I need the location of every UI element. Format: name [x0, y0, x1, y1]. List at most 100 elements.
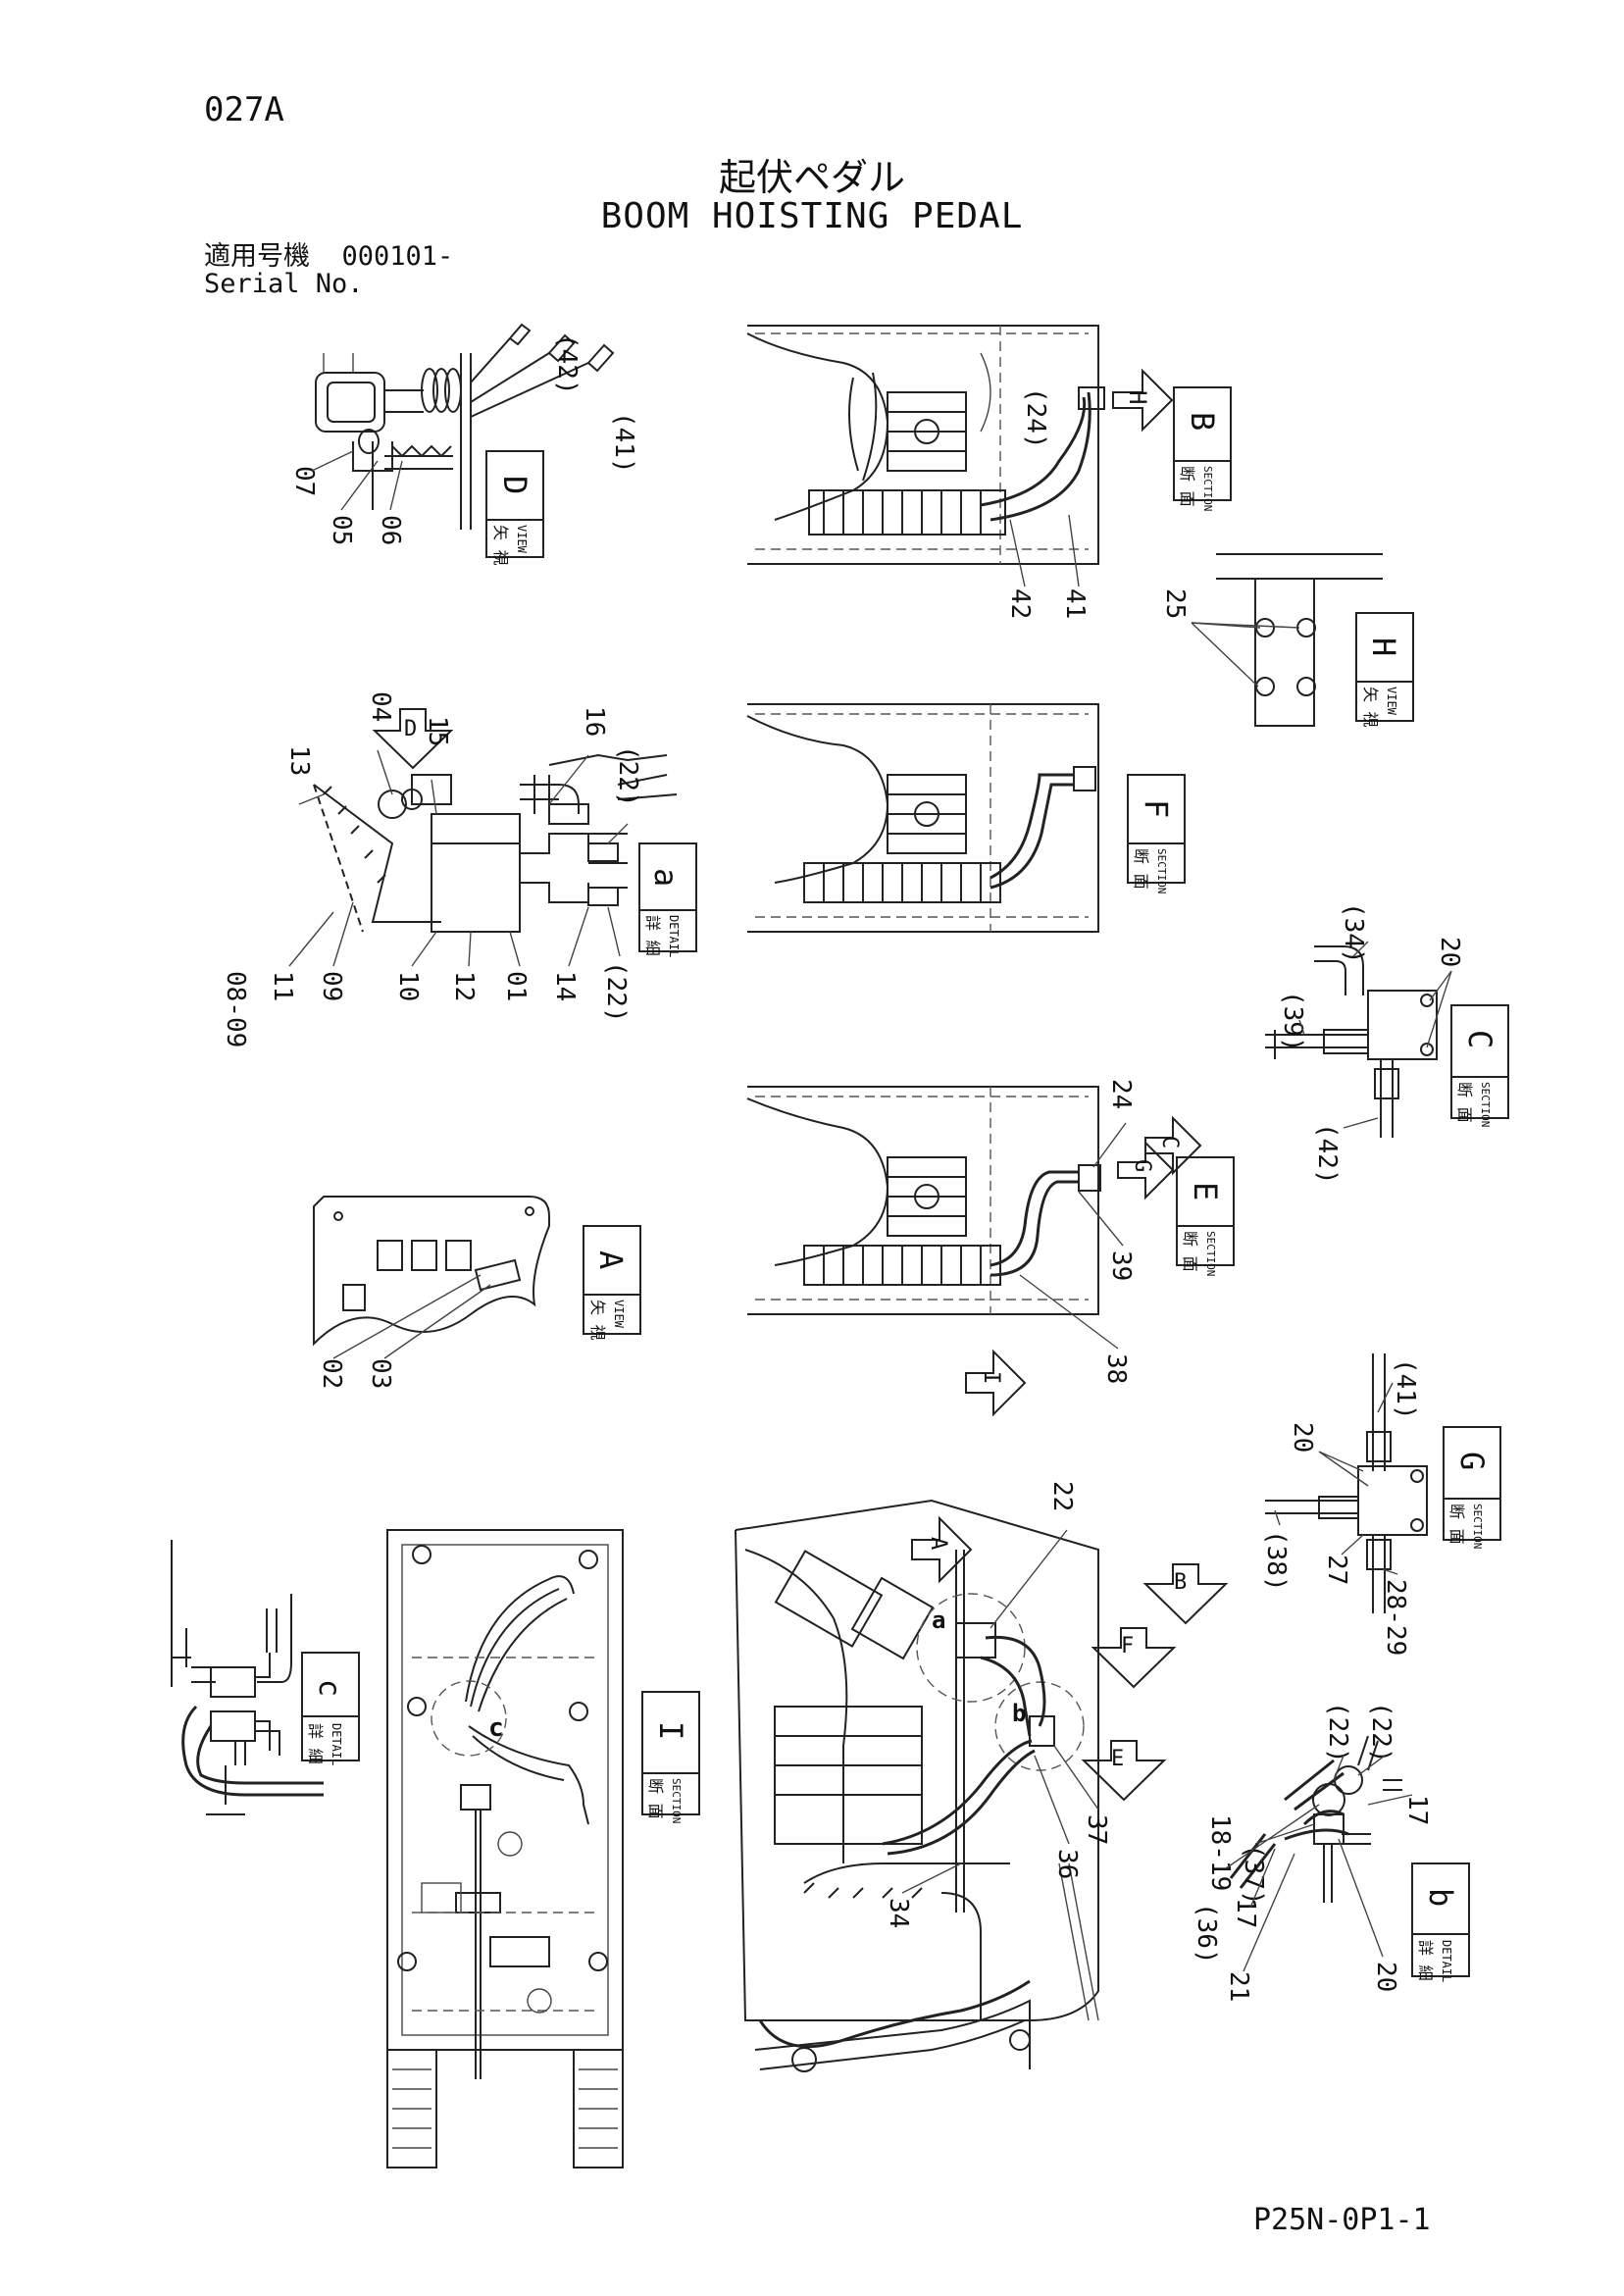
svg-text:DETAIL: DETAIL	[330, 1723, 343, 1765]
label-38-g: (38)	[1261, 1530, 1291, 1592]
section-c-box: C 断 面 SECTION	[1450, 1004, 1509, 1127]
document-number: P25N-0P1-1	[1253, 2203, 1431, 2237]
label-17-b1: 17	[1402, 1795, 1432, 1825]
svg-text:b: b	[1422, 1888, 1459, 1907]
section-b-drawing	[746, 325, 1105, 565]
svg-text:SECTION: SECTION	[1471, 1504, 1484, 1549]
view-a-drawing	[313, 1196, 550, 1347]
label-39-c: (39)	[1278, 991, 1307, 1052]
svg-text:矢 視: 矢 視	[588, 1300, 607, 1341]
label-39: 39	[1106, 1250, 1136, 1281]
section-f-box: F 断 面 SECTION	[1127, 774, 1186, 893]
label-37-b: (37)	[1239, 1844, 1268, 1906]
view-a-box: A 矢 視 VIEW	[583, 1225, 641, 1341]
detail-b-marker: b	[1012, 1700, 1026, 1727]
svg-text:a: a	[647, 868, 685, 887]
label-34-c: (34)	[1339, 902, 1368, 964]
svg-text:SECTION: SECTION	[1201, 466, 1214, 511]
svg-text:H: H	[1365, 638, 1402, 656]
label-20-b: 20	[1371, 1962, 1400, 1992]
detail-c-drawing	[171, 1540, 324, 1815]
label-41-g: (41)	[1391, 1358, 1420, 1420]
svg-text:A: A	[926, 1537, 950, 1550]
svg-text:G: G	[1130, 1159, 1154, 1172]
svg-text:B: B	[1184, 412, 1221, 431]
svg-text:E: E	[1111, 1747, 1124, 1771]
section-i-box: I 断 面 SECTION	[641, 1691, 700, 1823]
svg-text:A: A	[592, 1250, 630, 1269]
section-e-box: E 断 面 SECTION	[1176, 1156, 1235, 1276]
svg-text:F: F	[1121, 1634, 1134, 1658]
label-02: 02	[317, 1358, 346, 1389]
label-25: 25	[1160, 588, 1190, 619]
label-24-b: (24)	[1021, 387, 1050, 449]
label-14: 14	[550, 971, 580, 1001]
title-english: BOOM HOISTING PEDAL	[600, 196, 1024, 236]
svg-text:H: H	[1124, 390, 1151, 404]
svg-text:F: F	[1138, 799, 1175, 818]
svg-text:c: c	[312, 1679, 346, 1697]
svg-text:B: B	[1174, 1570, 1187, 1595]
view-d-drawing	[315, 323, 615, 530]
label-13: 13	[284, 745, 314, 776]
label-22-a1: (22)	[613, 745, 642, 807]
label-24: 24	[1106, 1079, 1136, 1109]
label-18-19: 18-19	[1205, 1814, 1235, 1891]
svg-text:I: I	[979, 1371, 1003, 1384]
label-08-09: 08-09	[221, 971, 250, 1047]
section-i-drawing	[386, 1529, 624, 2168]
arrow-a: A	[911, 1515, 973, 1584]
label-27: 27	[1322, 1555, 1351, 1585]
svg-text:SECTION: SECTION	[1204, 1231, 1217, 1276]
view-h-drawing	[1191, 553, 1383, 727]
detail-c-box: c 詳 細 DETAIL	[301, 1652, 360, 1765]
svg-text:断 面: 断 面	[1447, 1504, 1466, 1545]
serial-label-en: Serial No.	[204, 269, 364, 299]
label-15: 15	[423, 716, 452, 746]
label-22-a2: (22)	[601, 961, 631, 1023]
arrow-e: E	[1081, 1740, 1167, 1802]
view-h-box: H 矢 視 VIEW	[1355, 612, 1414, 728]
arrow-i: I	[965, 1349, 1027, 1417]
arrow-d: D	[372, 708, 454, 770]
serial-block: 適用号機 000101- Serial No.	[204, 243, 453, 298]
label-20-g: 20	[1288, 1422, 1317, 1453]
svg-text:SECTION: SECTION	[670, 1778, 683, 1823]
label-22-b1: (22)	[1323, 1702, 1352, 1763]
label-42-c: (42)	[1312, 1123, 1342, 1185]
arrow-f: F	[1091, 1627, 1177, 1689]
svg-text:SECTION: SECTION	[1155, 848, 1168, 893]
serial-label-jp: 適用号機	[204, 241, 310, 272]
detail-c-marker: c	[488, 1713, 504, 1743]
svg-text:VIEW: VIEW	[1385, 687, 1398, 716]
label-22: 22	[1047, 1481, 1077, 1511]
svg-text:VIEW: VIEW	[515, 525, 529, 554]
label-09b: 09	[317, 971, 346, 1001]
label-36-b: (36)	[1192, 1903, 1221, 1964]
title-japanese: 起伏ペダル	[718, 156, 905, 199]
label-01: 01	[501, 971, 531, 1001]
label-42-b: 42	[1005, 588, 1035, 619]
label-12: 12	[449, 971, 479, 1001]
page-code: 027A	[204, 90, 284, 129]
arrow-c: C	[1144, 1115, 1202, 1176]
svg-text:E: E	[1187, 1182, 1224, 1200]
serial-value: 000101-	[341, 241, 454, 272]
label-20-c: 20	[1435, 937, 1464, 967]
detail-b-drawing	[1229, 1735, 1402, 1903]
svg-text:矢 視: 矢 視	[1361, 687, 1380, 728]
main-iso-drawing	[735, 1499, 1099, 2072]
arrow-b: B	[1142, 1563, 1229, 1625]
section-b-box: B 断 面 SECTION	[1173, 386, 1232, 511]
label-16: 16	[580, 706, 609, 737]
section-f-drawing	[746, 703, 1099, 933]
svg-text:断 面: 断 面	[646, 1778, 665, 1819]
svg-text:SECTION: SECTION	[1479, 1082, 1492, 1127]
label-41-b: 41	[1060, 588, 1090, 619]
label-04: 04	[366, 691, 395, 722]
label-07: 07	[289, 466, 319, 496]
svg-text:DETAIL: DETAIL	[1440, 1940, 1453, 1982]
label-36: 36	[1052, 1849, 1082, 1879]
label-37: 37	[1082, 1814, 1111, 1845]
